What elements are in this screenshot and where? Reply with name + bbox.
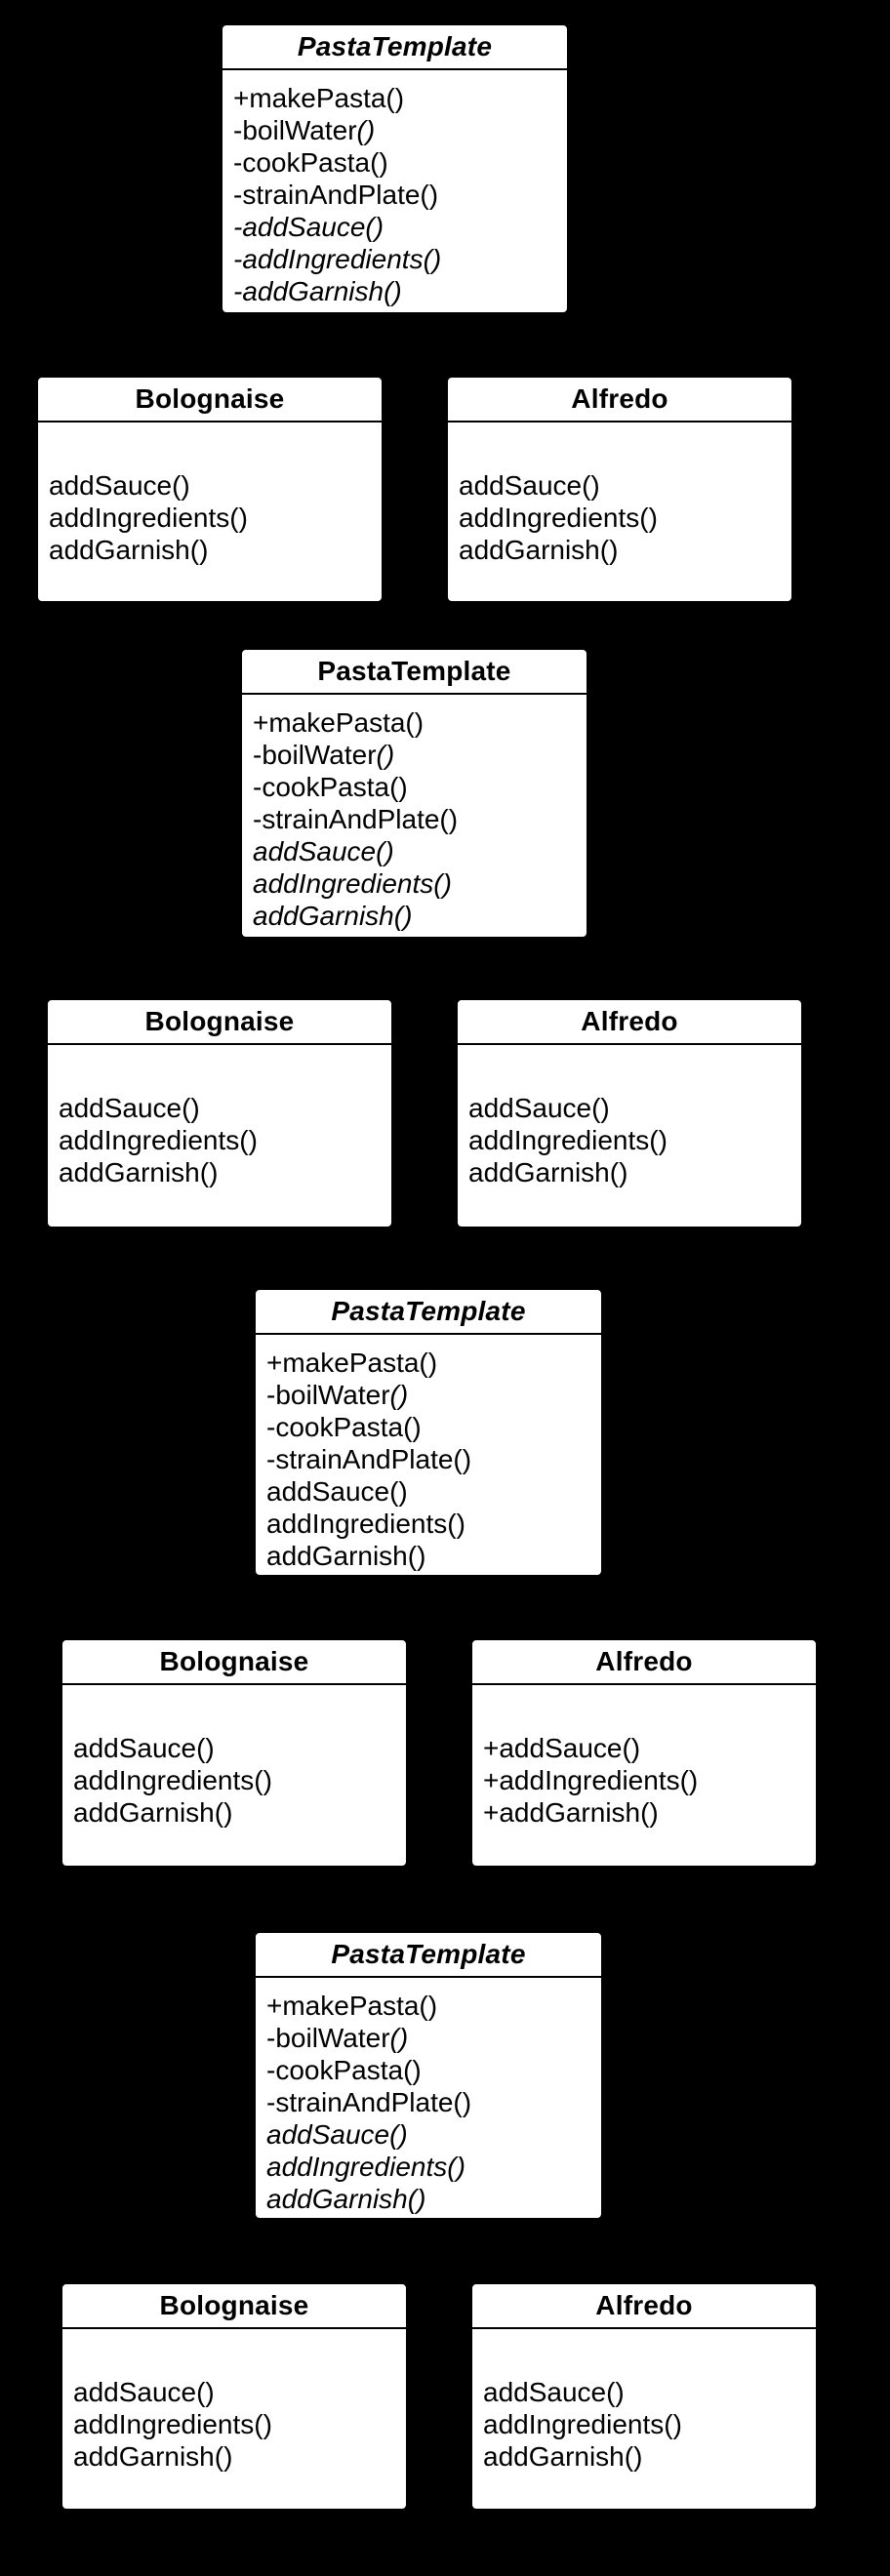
method-label: -addGarnish() (233, 276, 402, 306)
method-label: addIngredients() (459, 503, 658, 533)
class-name-title: Alfredo (472, 2284, 816, 2329)
class-name-title: PastaTemplate (256, 1933, 601, 1978)
method-label: addGarnish() (468, 1157, 628, 1187)
method-label: +addSauce() (483, 1733, 641, 1763)
class-methods-compartment: +makePasta()-boilWater()-cookPasta()-str… (242, 695, 587, 932)
class-methods-compartment: addSauce()addIngredients()addGarnish() (458, 1045, 801, 1188)
method-label: addGarnish() (266, 2184, 426, 2214)
method-label: addIngredients() (59, 1125, 258, 1155)
method-label: -strainAndPlate() (266, 2087, 472, 2117)
method-label: addGarnish() (266, 1541, 426, 1571)
method-label: -strainAndPlate() (266, 1444, 472, 1474)
method-label: addIngredients() (266, 1509, 465, 1539)
class-box-s1-template: PastaTemplate +makePasta()-boilWater()-c… (221, 23, 569, 314)
method-label: -boilWater() (266, 2023, 409, 2053)
method-label: addSauce() (73, 1733, 215, 1763)
class-box-s3-alfredo: Alfredo +addSauce()+addIngredients()+add… (470, 1638, 818, 1868)
method-label: -boilWater() (233, 115, 376, 145)
class-methods-compartment: addSauce()addIngredients()addGarnish() (48, 1045, 391, 1188)
class-name-title: Bolognaise (38, 378, 382, 423)
class-methods-compartment: addSauce()addIngredients()addGarnish() (62, 1685, 406, 1829)
class-box-s3-bolognaise: Bolognaise addSauce()addIngredients()add… (61, 1638, 408, 1868)
method-label: -cookPasta() (253, 772, 408, 802)
method-label: addGarnish() (49, 535, 209, 565)
method-label: addGarnish() (73, 2441, 233, 2472)
class-name-title: PastaTemplate (256, 1290, 601, 1335)
class-methods-compartment: +makePasta()-boilWater()-cookPasta()-str… (256, 1335, 601, 1572)
method-label: addGarnish() (253, 901, 413, 931)
method-label: addSauce() (253, 836, 394, 866)
class-box-s1-bolognaise: Bolognaise addSauce()addIngredients()add… (36, 376, 384, 603)
method-label: +addGarnish() (483, 1797, 659, 1828)
class-methods-compartment: +addSauce()+addIngredients()+addGarnish(… (472, 1685, 816, 1829)
class-box-s2-template: PastaTemplate +makePasta()-boilWater()-c… (240, 648, 588, 939)
method-label: addSauce() (468, 1093, 610, 1123)
class-name-title: Alfredo (472, 1640, 816, 1685)
method-label: addSauce() (483, 2377, 625, 2407)
class-box-s4-alfredo: Alfredo addSauce()addIngredients()addGar… (470, 2282, 818, 2511)
class-box-s4-template: PastaTemplate +makePasta()-boilWater()-c… (254, 1931, 603, 2220)
method-label: addIngredients() (468, 1125, 668, 1155)
method-label: -cookPasta() (266, 1412, 422, 1442)
method-label: addGarnish() (73, 1797, 233, 1828)
method-label: addSauce() (266, 1476, 408, 1507)
method-label: -addSauce() (233, 212, 384, 242)
method-label: addGarnish() (59, 1157, 219, 1187)
class-box-s1-alfredo: Alfredo addSauce()addIngredients()addGar… (446, 376, 793, 603)
method-label: addSauce() (73, 2377, 215, 2407)
method-label: -cookPasta() (233, 147, 388, 178)
method-label: addIngredients() (49, 503, 248, 533)
class-box-s4-bolognaise: Bolognaise addSauce()addIngredients()add… (61, 2282, 408, 2511)
method-label: addIngredients() (266, 2152, 465, 2182)
method-label: -strainAndPlate() (253, 804, 459, 834)
class-name-title: Alfredo (458, 1000, 801, 1045)
method-label: +makePasta() (266, 1991, 438, 2021)
class-name-title: Bolognaise (62, 1640, 406, 1685)
class-box-s2-alfredo: Alfredo addSauce()addIngredients()addGar… (456, 998, 803, 1228)
method-label: -boilWater() (253, 740, 395, 770)
class-box-s3-template: PastaTemplate +makePasta()-boilWater()-c… (254, 1288, 603, 1577)
method-label: -addIngredients() (233, 244, 442, 274)
class-methods-compartment: addSauce()addIngredients()addGarnish() (448, 423, 791, 566)
method-label: addGarnish() (459, 535, 619, 565)
class-name-title: PastaTemplate (222, 25, 567, 70)
method-label: +makePasta() (253, 707, 425, 738)
method-label: addIngredients() (73, 2409, 272, 2439)
method-label: -boilWater() (266, 1380, 409, 1410)
method-label: +addIngredients() (483, 1765, 699, 1795)
method-label: addIngredients() (253, 868, 452, 899)
method-label: addIngredients() (483, 2409, 682, 2439)
method-label: addGarnish() (483, 2441, 643, 2472)
class-methods-compartment: addSauce()addIngredients()addGarnish() (38, 423, 382, 566)
method-label: -strainAndPlate() (233, 180, 439, 210)
method-label: addSauce() (266, 2119, 408, 2150)
method-label: +makePasta() (266, 1348, 438, 1378)
class-methods-compartment: +makePasta()-boilWater()-cookPasta()-str… (222, 70, 567, 307)
method-label: +makePasta() (233, 83, 405, 113)
class-name-title: PastaTemplate (242, 650, 587, 695)
class-methods-compartment: addSauce()addIngredients()addGarnish() (472, 2329, 816, 2473)
class-box-s2-bolognaise: Bolognaise addSauce()addIngredients()add… (46, 998, 393, 1228)
class-name-title: Alfredo (448, 378, 791, 423)
method-label: addSauce() (459, 470, 600, 501)
class-name-title: Bolognaise (48, 1000, 391, 1045)
method-label: -cookPasta() (266, 2055, 422, 2085)
method-label: addSauce() (59, 1093, 200, 1123)
method-label: addSauce() (49, 470, 190, 501)
class-name-title: Bolognaise (62, 2284, 406, 2329)
class-methods-compartment: addSauce()addIngredients()addGarnish() (62, 2329, 406, 2473)
method-label: addIngredients() (73, 1765, 272, 1795)
class-methods-compartment: +makePasta()-boilWater()-cookPasta()-str… (256, 1978, 601, 2215)
